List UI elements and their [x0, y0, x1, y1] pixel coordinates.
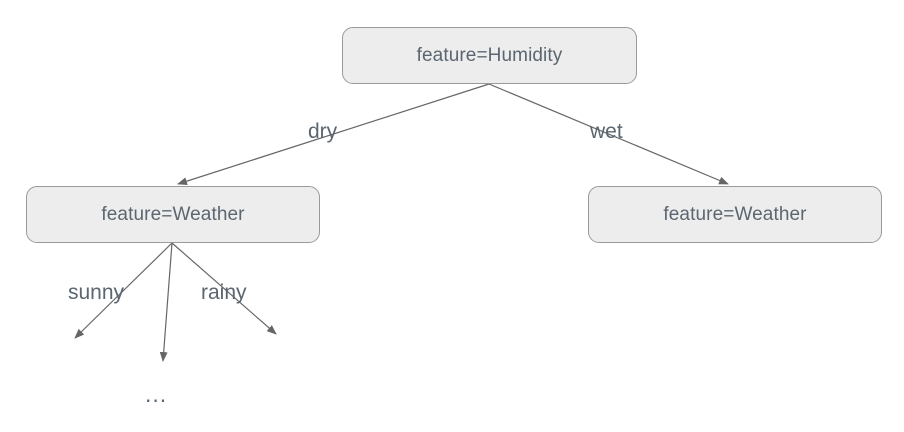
edge-label-wet: wet — [590, 120, 623, 143]
node-left-label: feature=Weather — [101, 203, 245, 225]
node-root-humidity[interactable]: feature=Humidity — [342, 27, 637, 84]
node-root-label: feature=Humidity — [416, 44, 563, 66]
node-left-weather[interactable]: feature=Weather — [26, 186, 320, 243]
node-right-weather[interactable]: feature=Weather — [588, 186, 882, 243]
edge-label-dry: dry — [308, 120, 338, 143]
edge-left-to-middle — [159, 242, 173, 362]
ellipsis-annotation: ... — [145, 381, 168, 407]
edge-root-to-left — [177, 83, 490, 186]
edge-label-sunny: sunny — [68, 281, 125, 304]
edge-label-rainy: rainy — [201, 281, 247, 304]
edge-left-to-rainy — [171, 242, 277, 335]
node-right-label: feature=Weather — [663, 203, 807, 225]
edge-left-to-sunny — [74, 242, 173, 339]
edge-root-to-right — [488, 83, 729, 185]
